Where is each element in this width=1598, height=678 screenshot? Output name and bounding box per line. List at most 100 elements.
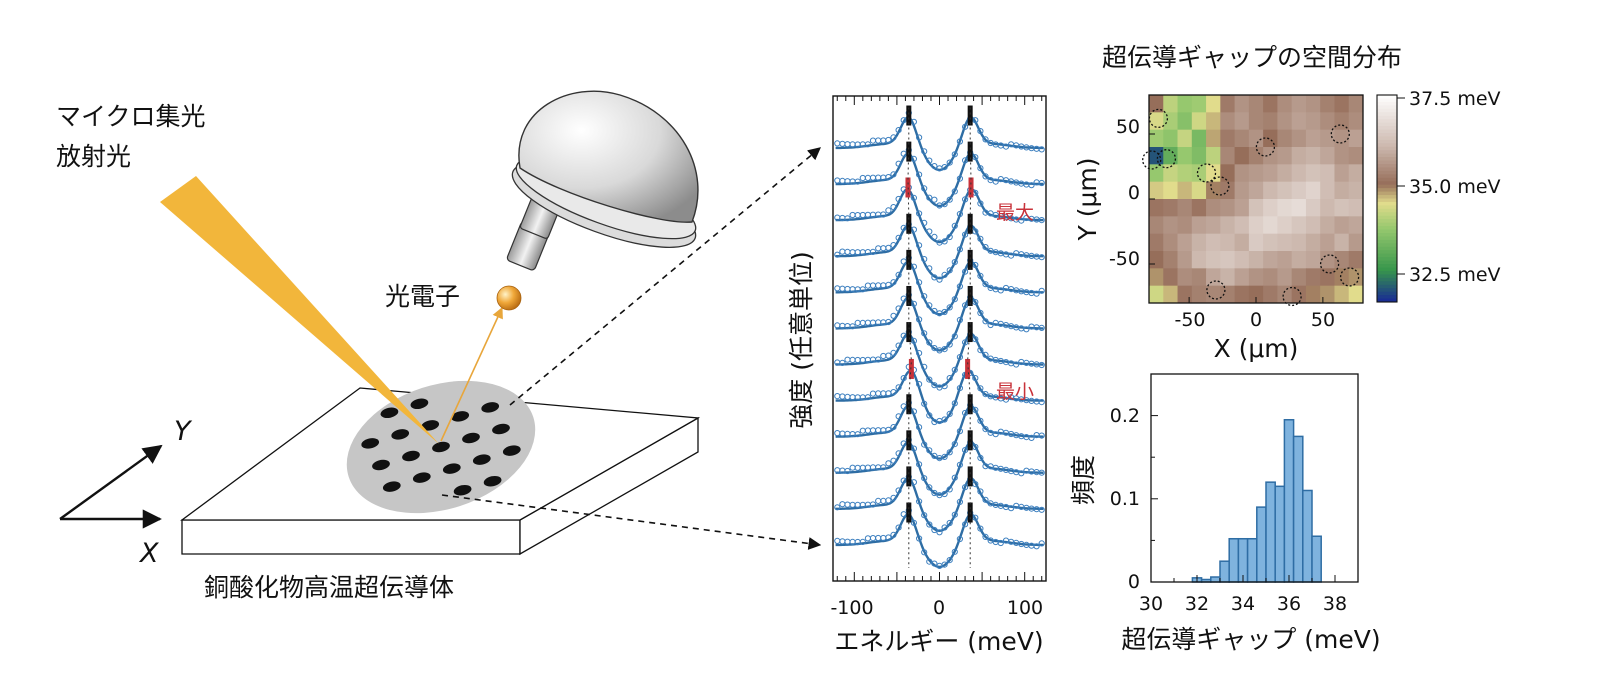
spectrum-marker (926, 412, 933, 419)
map-cell (1277, 251, 1293, 269)
spectrum-marker (951, 151, 958, 158)
spectrum-marker (982, 533, 989, 541)
map-cell (1191, 268, 1207, 287)
spectrum-marker (941, 346, 948, 353)
map-cell (1334, 216, 1350, 235)
map-cell (1163, 268, 1178, 287)
spectrum-marker (885, 352, 892, 359)
map-cell (1248, 129, 1264, 148)
spectrum-marker (1038, 432, 1045, 439)
spectrum-marker (977, 235, 984, 242)
spectrum-marker (890, 349, 897, 356)
spectrum-marker (956, 354, 964, 361)
colorbar-segment (1377, 208, 1397, 213)
spectrum-marker (885, 281, 892, 288)
map-cell (1177, 233, 1193, 252)
map-cell (1234, 129, 1250, 148)
spectrum-marker (916, 350, 923, 357)
map-circle (1319, 254, 1340, 274)
map-cell (1348, 181, 1364, 200)
colorbar-segment (1377, 143, 1397, 148)
spectrum-marker (890, 389, 897, 396)
colorbar-segment (1377, 146, 1397, 151)
spectrum-marker (834, 430, 841, 437)
spectrum-marker (880, 464, 887, 471)
histogram-bar (1265, 481, 1276, 583)
spectrum-marker (977, 488, 984, 495)
map-circle (1255, 137, 1276, 157)
spectrum-line (835, 332, 1044, 388)
spectrum-marker (916, 535, 923, 542)
spectrum-marker (849, 501, 856, 508)
colorbar-segment (1377, 105, 1397, 110)
spectrum-marker (916, 171, 923, 178)
map-cell (1348, 129, 1364, 148)
spectrum-marker (880, 352, 887, 360)
spectrum-marker (956, 138, 964, 145)
colorbar-segment (1377, 243, 1397, 248)
map-cell (1206, 129, 1221, 148)
spectrum-marker (900, 511, 907, 518)
sample-spot (492, 423, 510, 435)
spectrum-marker (941, 238, 948, 245)
map-cell (1320, 233, 1335, 252)
map-cell (1277, 129, 1293, 148)
map-cell (1149, 216, 1164, 235)
map-cell (1191, 251, 1207, 269)
sample-spot (402, 450, 420, 462)
spectrum-marker (997, 539, 1004, 547)
spectra-xtick-label: -100 (830, 597, 873, 619)
spectrum-marker (1038, 179, 1045, 187)
spectrum-marker (951, 333, 958, 340)
spectrum-line (835, 224, 1044, 280)
colorbar-segment (1377, 136, 1397, 141)
spectrum-marker (1033, 290, 1040, 297)
map-cell (1263, 129, 1278, 148)
sample-spot (412, 472, 431, 483)
spectrum-marker (895, 127, 902, 134)
map-cell (1149, 181, 1164, 200)
colorbar-segment (1377, 253, 1397, 258)
spectrum-marker (926, 558, 933, 565)
histogram-bar (1274, 485, 1286, 583)
map-cell (1305, 268, 1321, 287)
map-cell (1334, 251, 1350, 269)
spectrum-marker (859, 464, 866, 471)
source-label-line1: マイクロ集光 (56, 102, 206, 131)
spectrum-marker (972, 117, 979, 124)
histogram-bar (1256, 506, 1267, 583)
map-cell (1334, 285, 1350, 304)
map-cell (1263, 233, 1278, 252)
spectrum-marker (834, 177, 841, 184)
spectrum-marker (895, 271, 902, 278)
map-cell (1191, 181, 1207, 200)
sample-spot (372, 459, 390, 471)
spectrum-marker (895, 524, 902, 531)
map-cell (1248, 251, 1264, 269)
spectrum-marker (839, 140, 846, 147)
map-cell (1149, 129, 1164, 148)
spectrum-marker (946, 410, 953, 417)
map-circles (1142, 108, 1360, 307)
map-cell (1206, 199, 1221, 217)
spectrum-marker (962, 339, 969, 346)
spectrum-marker (895, 234, 902, 241)
map-cell (1305, 285, 1321, 304)
map-cell (1234, 112, 1250, 131)
map-cell (1163, 233, 1178, 252)
map-cell (1149, 95, 1164, 113)
colorbar-segment (1377, 250, 1397, 255)
spectrum-marker (962, 484, 969, 491)
spectrum-marker (951, 441, 958, 448)
spectrum-marker (890, 312, 897, 319)
colorbar-segment (1377, 281, 1397, 286)
spectrum-marker (916, 242, 923, 249)
spectrum-marker (910, 519, 918, 526)
colorbar-segment (1377, 164, 1397, 168)
map-cell (1291, 216, 1307, 235)
spectra-series (834, 109, 1045, 570)
spectrum-marker (936, 276, 943, 283)
spectrum-marker (890, 424, 897, 431)
spectrum-marker (1038, 506, 1045, 513)
spectrum-marker (885, 426, 892, 433)
